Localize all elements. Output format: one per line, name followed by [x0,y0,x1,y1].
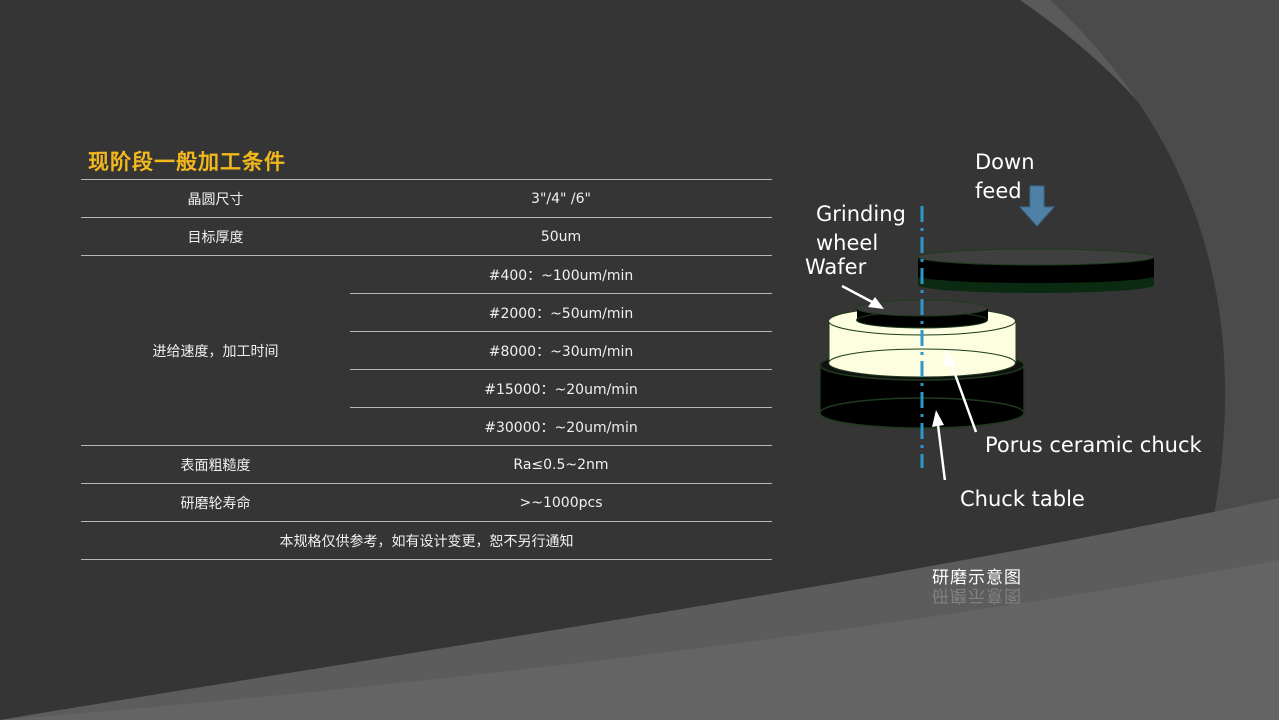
table-row: 表面粗糙度 Ra≤0.5~2nm [81,445,772,484]
label-down: Down [975,150,1035,174]
table-note: 本规格仅供参考，如有设计变更，恕不另行通知 [81,521,772,560]
table-row: 目标厚度 50um [81,217,772,256]
row-label: 研磨轮寿命 [81,483,350,522]
row-value: #15000：~20um/min [350,369,772,408]
row-value: 50um [350,217,772,256]
table-row: #15000：~20um/min [81,369,772,408]
row-value: #400：~100um/min [350,255,772,294]
label-grinding: Grinding [816,202,906,226]
row-value: #30000：~20um/min [350,407,772,446]
down-feed-arrow-icon [1018,185,1056,227]
label-chuck-table: Chuck table [960,487,1085,511]
row-label: 进给速度，加工时间 [81,255,350,446]
row-label: 晶圆尺寸 [81,179,350,218]
row-value: >~1000pcs [350,483,772,522]
page-title: 现阶段一般加工条件 [88,149,286,174]
spec-table: 晶圆尺寸 3"/4" /6" 目标厚度 50um 进给速度，加工时间 #400：… [81,179,772,560]
row-label: 表面粗糙度 [81,445,350,484]
row-value: #8000：~30um/min [350,331,772,370]
table-row: 本规格仅供参考，如有设计变更，恕不另行通知 [81,521,772,560]
grinding-wheel-shape [917,248,1155,293]
wafer-pointer-arrow [841,284,884,309]
label-wheel: wheel [816,231,878,255]
label-porus: Porus ceramic chuck [985,433,1203,457]
row-label: 目标厚度 [81,217,350,256]
label-wafer: Wafer [805,255,867,279]
table-row: #30000：~20um/min [81,407,772,446]
table-row: 进给速度，加工时间 #400：~100um/min [81,255,772,446]
diagram-caption-reflection: 研磨示意图 [932,585,1022,605]
label-feed: feed [975,179,1022,203]
table-row: #2000：~50um/min [81,293,772,332]
porus-pointer-arrow [944,350,978,433]
chuck-table-pointer-arrow [932,410,947,480]
table-row: 晶圆尺寸 3"/4" /6" [81,179,772,218]
grinding-diagram: Down feed Grinding wheel Wafer Porus cer… [805,150,1203,480]
table-row: #8000：~30um/min [81,331,772,370]
diagram-caption: 研磨示意图 [932,568,1022,588]
row-value: Ra≤0.5~2nm [350,445,772,484]
table-row: 研磨轮寿命 >~1000pcs [81,483,772,522]
row-value: 3"/4" /6" [350,179,772,218]
row-value: #2000：~50um/min [350,293,772,332]
